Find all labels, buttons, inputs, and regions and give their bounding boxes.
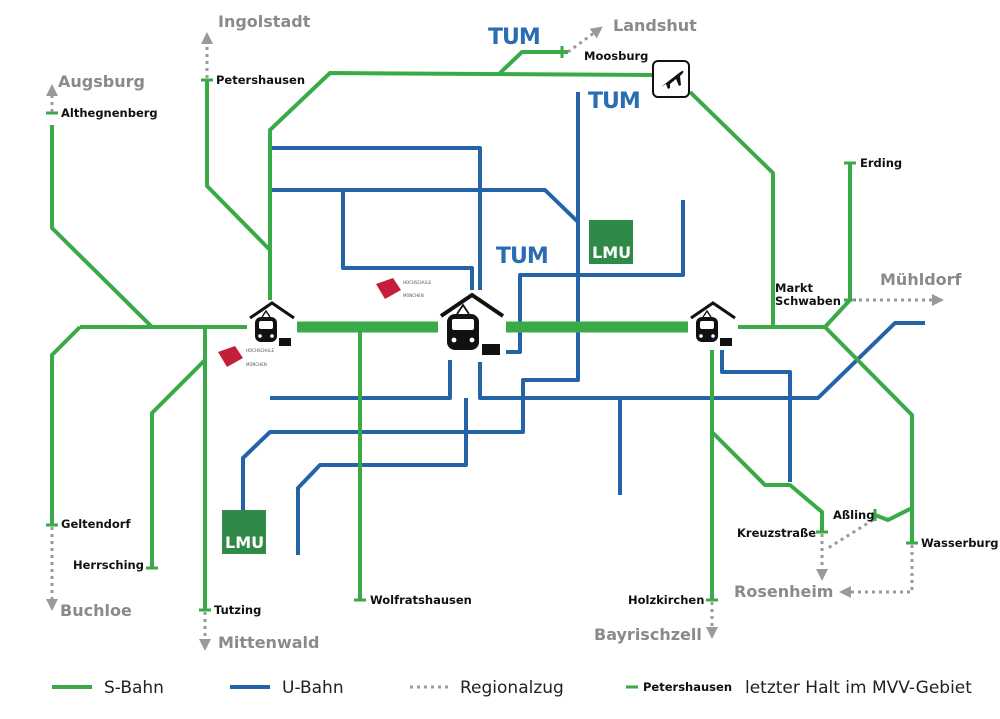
legend-sbahn-label: S-Bahn [104,678,164,698]
label-wolfratshausen: Wolfratshausen [370,593,472,607]
legend-regional-label: Regionalzug [460,678,564,698]
sbahn-line [688,90,775,327]
sbahn-line [874,506,913,522]
last-stop-labels: Petershausen Moosburg Althegnenberg Erdi… [61,49,999,617]
sbahn-line [710,430,824,532]
train-station-icon [438,290,506,360]
label-althegnenberg: Althegnenberg [61,106,158,120]
regional-lines [46,26,944,651]
label-moosburg: Moosburg [584,49,648,63]
regional-wasserburg-rosenheim [839,545,914,598]
sbahn-line [268,71,656,318]
sbahn-line [50,125,154,329]
train-station-icon [688,300,738,350]
regional-assling-rosenheim [827,518,874,550]
svg-text:TUM: TUM [496,244,548,269]
svg-text:MÜNCHEN: MÜNCHEN [246,362,267,367]
label-wasserburg: Wasserburg [921,536,999,550]
train-station-icon [247,300,297,350]
ubahn-line [296,398,468,555]
legend: S-Bahn U-Bahn Regionalzug Petershausen l… [52,678,972,698]
tum-logo: TUM [587,86,641,114]
svg-text:TUM: TUM [488,25,540,50]
svg-text:TUM: TUM [588,89,640,114]
svg-text:LMU: LMU [592,243,631,262]
sbahn-line [205,80,272,318]
legend-stop-label: letzter Halt im MVV-Gebiet [745,678,972,698]
sbahn-lines [50,50,914,610]
label-tutzing: Tutzing [214,603,261,617]
label-muehldorf: Mühldorf [880,270,963,289]
ubahn-line [270,360,452,400]
ubahn-line [505,200,685,354]
airport-icon [652,60,690,98]
label-geltendorf: Geltendorf [61,517,131,531]
hm-logo: HOCHSCHULE MÜNCHEN [376,278,431,299]
sbahn-line [150,358,207,568]
regional-destination-labels: Ingolstadt Landshut Augsburg Mühldorf Bu… [58,12,963,652]
sbahn-line [50,325,82,525]
label-rosenheim: Rosenheim [734,582,833,601]
label-herrsching: Herrsching [73,558,144,572]
label-kreuzstrasse: Kreuzstraße [737,526,816,540]
label-mittenwald: Mittenwald [218,633,319,652]
label-bayrischzell: Bayrischzell [594,625,702,644]
legend-ubahn-label: U-Bahn [282,678,344,698]
tum-logo: TUM [487,22,541,50]
hm-logo: HOCHSCHULE MÜNCHEN [218,346,274,367]
ubahn-line [270,188,580,224]
svg-text:MÜNCHEN: MÜNCHEN [403,293,424,298]
label-buchloe: Buchloe [60,601,132,620]
label-assling: Aßling [833,508,874,522]
label-ingolstadt: Ingolstadt [218,12,311,31]
label-markt-schwaben-1: Markt [775,281,814,295]
ubahn-line [478,321,925,400]
sbahn-line [823,325,914,543]
svg-text:LMU: LMU [225,533,264,552]
ubahn-line [270,146,482,320]
svg-text:HOCHSCHULE: HOCHSCHULE [246,348,274,353]
lmu-logo: LMU [222,510,266,554]
ubahn-line [720,350,792,482]
lmu-logo: LMU [589,220,633,264]
svg-text:HOCHSCHULE: HOCHSCHULE [403,280,431,285]
ubahn-lines [241,92,925,555]
ubahn-line [241,92,580,510]
label-landshut: Landshut [613,16,697,35]
sbahn-line [498,50,568,75]
last-stop-ticks [46,46,918,612]
label-augsburg: Augsburg [58,72,145,91]
tum-logo: TUM [495,241,549,269]
label-markt-schwaben-2: Schwaben [775,294,841,308]
label-petershausen: Petershausen [216,73,305,87]
label-erding: Erding [860,156,902,170]
label-holzkirchen: Holzkirchen [628,593,704,607]
legend-stop-example: Petershausen [643,680,732,694]
